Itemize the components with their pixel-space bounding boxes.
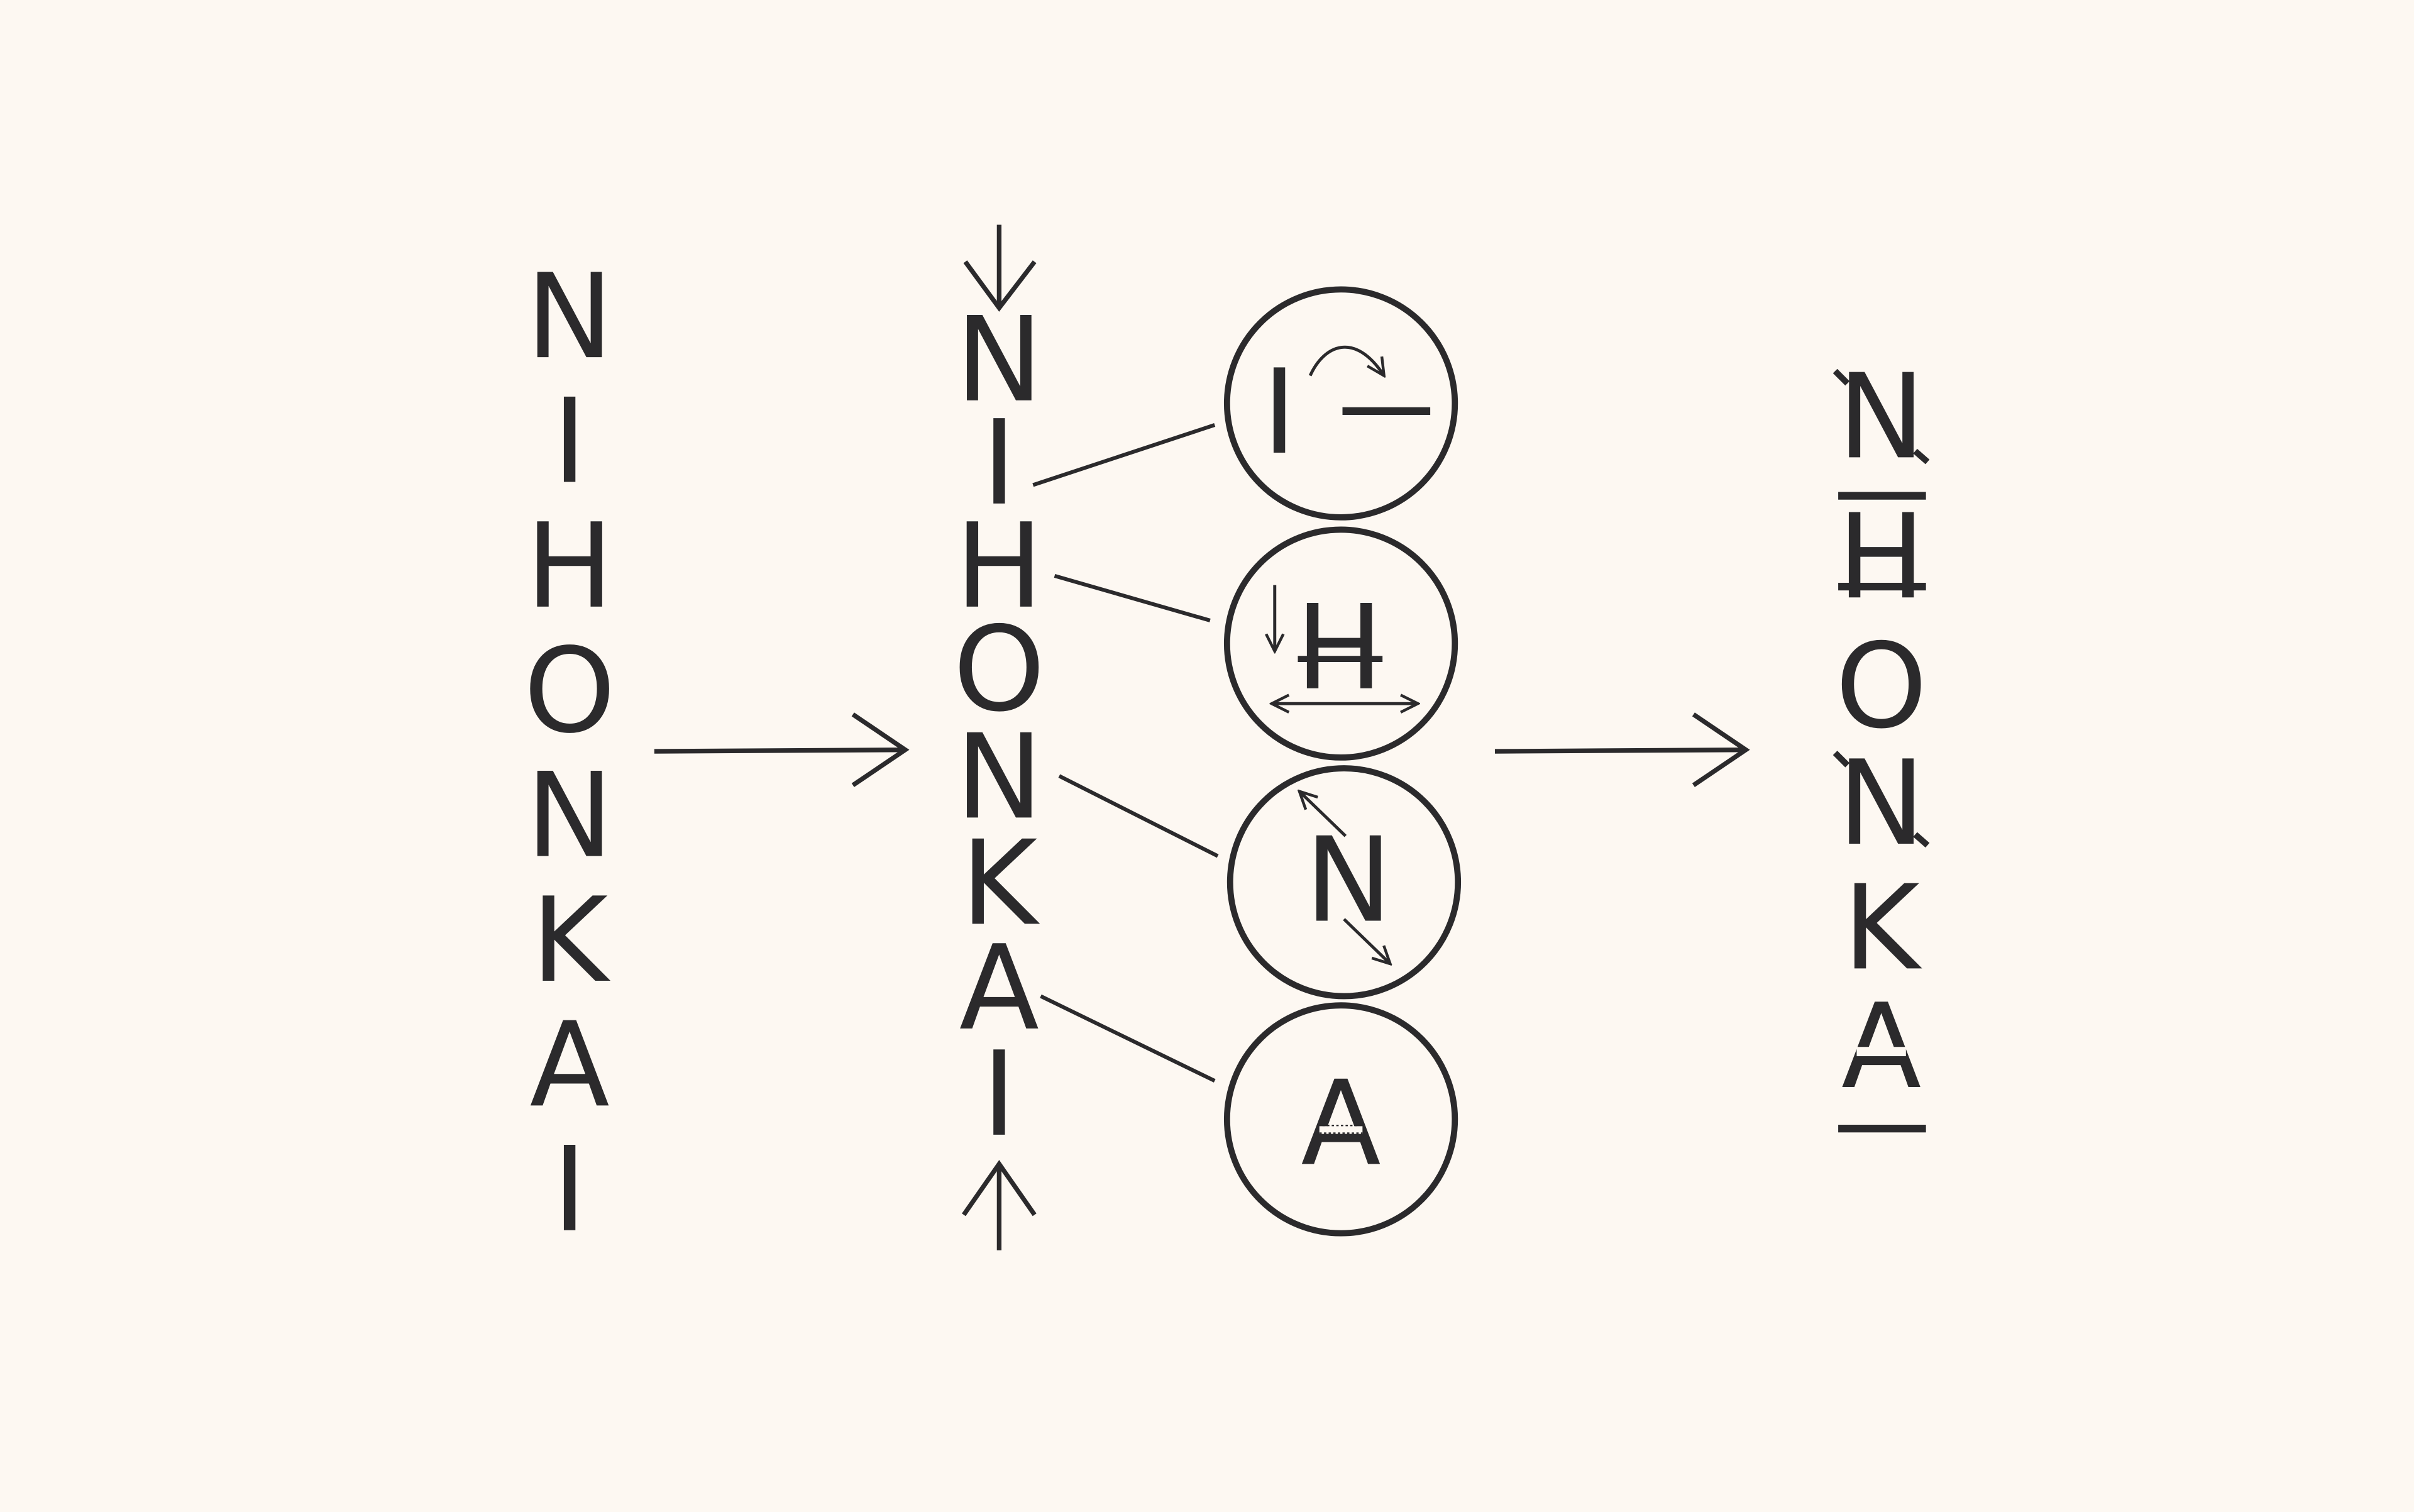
letter-annotated-1: N [956,292,1043,428]
connector-h [1054,573,1211,622]
letter-annotated-4: O [953,601,1045,737]
letter-annotated-2: I [982,395,1017,531]
letter-original-8: I [553,1122,587,1258]
letter-annotated-6: K [961,815,1040,951]
detail-letter-a: A [1301,1055,1381,1191]
word-original: N I H O N K A I [524,248,616,1258]
letter-original-7: A [529,996,609,1133]
detail-circle-i: I [1223,286,1458,521]
letter-original-4: O [524,622,616,759]
rotate-arrow-icon [1308,345,1431,415]
connector-i [1032,423,1216,487]
letter-annotated-3: H [955,498,1043,634]
word-annotated: N I H O N K A I [953,224,1045,1250]
letter-original-6: K [531,872,610,1008]
result-n2-serifs [1833,751,1930,848]
diagonal-arrows-icon [1299,792,1390,964]
detail-circle-n: N [1226,765,1462,1000]
letter-annotated-8: I [982,1026,1017,1162]
result-n1-serifs [1833,368,1930,465]
letter-annotated-5: N [956,709,1043,845]
letter-result-1: N [1838,348,1925,485]
letter-original-2: I [553,373,587,510]
bottom-up-arrow-icon [962,1160,1037,1250]
letter-original-3: H [526,498,614,634]
letter-result-5: N [1838,735,1925,871]
letter-result-6: K [1843,859,1922,996]
top-down-arrow-icon [963,224,1037,312]
detail-letter-h: H [1296,580,1384,716]
connector-a [1040,994,1216,1083]
letter-result-4: O [1835,618,1927,754]
letter-annotated-7: A [959,920,1039,1056]
detail-circle-h: H [1223,526,1458,761]
detail-letter-i: I [1262,344,1297,480]
letter-original-5: N [526,748,614,884]
detail-circles: I H N [1223,286,1462,1237]
letter-result-3: H [1838,488,1926,625]
a-crossbar-dashed [1319,1124,1363,1134]
transition-arrow-1 [654,712,910,788]
detail-circle-a: A [1223,1002,1458,1237]
transition-arrow-2 [1494,712,1750,788]
detail-letter-n: N [1305,812,1392,948]
letter-result-7: A [1841,978,1921,1115]
letter-original-1: N [526,248,614,385]
word-result: N I H O N K A I [1833,348,1930,1133]
connector-n [1058,774,1219,858]
connector-lines [1032,423,1219,1083]
